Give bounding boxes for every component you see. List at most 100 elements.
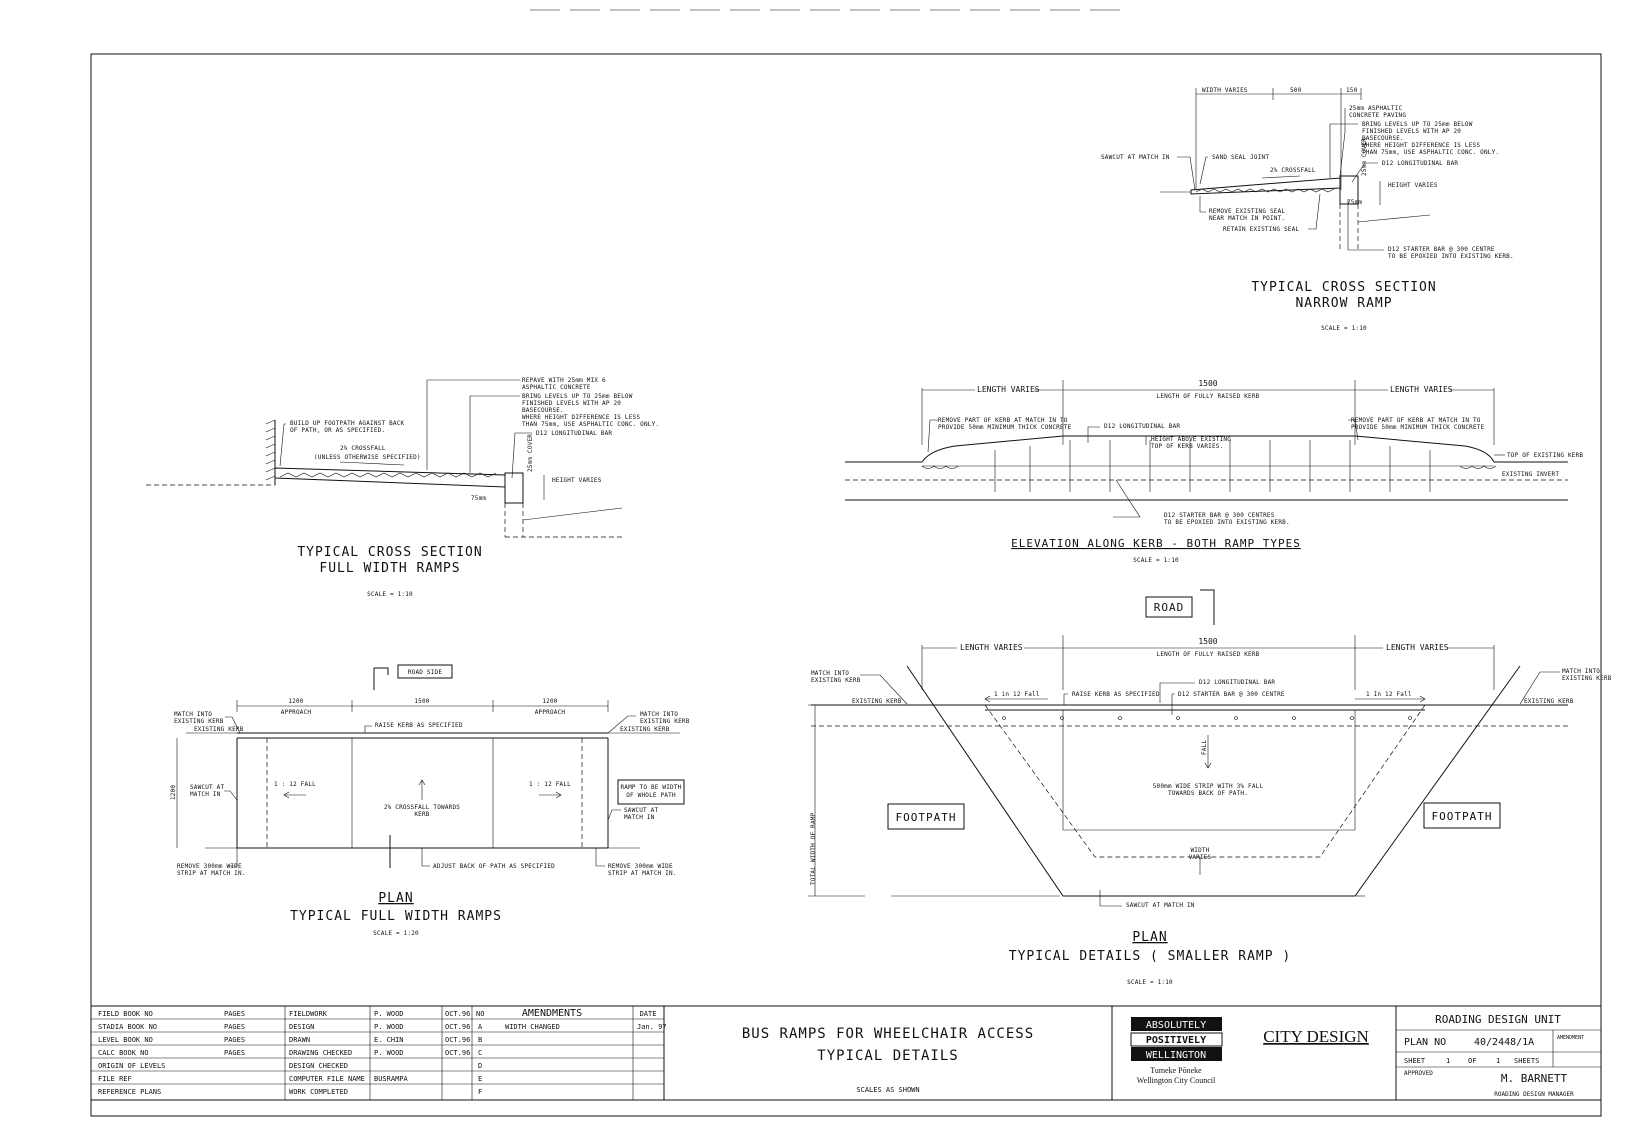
elevation-title: ELEVATION ALONG KERB - BOTH RAMP TYPES [1011,537,1301,550]
approver-name: M. BARNETT [1501,1072,1568,1085]
wellington-logo: ABSOLUTELY POSITIVELY WELLINGTON [1130,1017,1223,1061]
ps-raise: RAISE KERB AS SPECIFIED [1072,691,1160,698]
council-maori: Tumeke Pōneke [1150,1066,1202,1075]
plan-no: 40/2448/1A [1474,1037,1534,1048]
tb-r1-a: STADIA BOOK NO [98,1023,157,1031]
tb-r6-f: F [478,1088,482,1096]
ps-match-r-1: MATCH INTO [1562,668,1600,675]
pf-plan-title: PLAN [378,891,413,906]
elev-length-left: LENGTH VARIES [977,385,1040,394]
note-bring-3: BASECOURSE. [1362,135,1404,142]
project-title: BUS RAMPS FOR WHEELCHAIR ACCESS [742,1026,1034,1042]
tb-r0-e: OCT.96 [445,1010,470,1018]
project-subtitle: TYPICAL DETAILS [817,1048,958,1064]
full-section-subtitle: FULL WIDTH RAMPS [319,561,460,576]
full-section-title: TYPICAL CROSS SECTION [297,545,482,560]
pf-existing-l: EXISTING KERB [194,726,244,733]
tb-r3-e: OCT.96 [445,1049,470,1057]
pf-remove-r-2: STRIP AT MATCH IN. [608,870,677,877]
pf-match-r-2: EXISTING KERB [640,718,690,725]
elev-remove-l-1: REMOVE PART OF KERB AT MATCH IN TO [938,417,1068,424]
pf-sawcut-l-1: SAWCUT AT [190,784,224,791]
pf-dim-side: 1200 [170,785,177,800]
plan-smaller-ramp: ROAD LENGTH VARIES 1500 LENGTH OF FULLY … [808,589,1612,986]
pf-adjust: ADJUST BACK OF PATH AS SPECIFIED [433,863,555,870]
of-label: OF [1468,1057,1476,1065]
tb-r3-a: CALC BOOK NO [98,1049,149,1057]
tb-r1-b: PAGES [224,1023,245,1031]
ps-scale: SCALE = 1:10 [1127,979,1173,986]
pf-approach-a: APPROACH [281,709,312,716]
date-header: DATE [640,1010,657,1018]
council-name: Wellington City Council [1137,1076,1216,1085]
ps-dim-total: TOTAL WIDTH OF RAMP [810,812,817,885]
elev-starter-2: TO BE EPOXIED INTO EXISTING KERB. [1164,519,1290,526]
tb-r3-b: PAGES [224,1049,245,1057]
ps-length-left: LENGTH VARIES [960,643,1023,652]
dim-150: 150 [1346,87,1358,94]
note-full-bring-1: BRING LEVELS UP TO 25mm BELOW [522,393,633,400]
tb-r0-d: P. WOOD [374,1010,404,1018]
note-starter-2: TO BE EPOXIED INTO EXISTING KERB. [1388,253,1514,260]
note-full-bring-3: BASECOURSE. [522,407,564,414]
note-remove-1: REMOVE EXISTING SEAL [1209,208,1285,215]
ps-title: TYPICAL DETAILS ( SMALLER RAMP ) [1009,949,1291,964]
tb-r3-d: P. WOOD [374,1049,404,1057]
note-repave-2: ASPHALTIC CONCRETE [522,384,591,391]
note-bring-4: WHERE HEIGHT DIFFERENCE IS LESS [1362,142,1480,149]
note-full-bring-4: WHERE HEIGHT DIFFERENCE IS LESS [522,414,640,421]
note-full-crossfall-2: (UNLESS OTHERWISE SPECIFIED) [314,454,421,461]
note-asphaltic: 25mm ASPHALTIC [1349,105,1403,112]
sheet-no: 1 [1446,1057,1450,1065]
tb-r0-f: NO [476,1010,484,1018]
note-repave-1: REPAVE WITH 25mm MIX 6 [522,377,606,384]
elev-bar: D12 LONGITUDINAL BAR [1104,423,1180,430]
elev-top-kerb: TOP OF EXISTING KERB [1507,452,1583,459]
tb-r0-a: FIELD BOOK NO [98,1010,153,1018]
pf-crossfall-2: KERB [414,811,429,818]
tb-r2-a: LEVEL BOOK NO [98,1036,153,1044]
pf-dim-1200a: 1200 [288,698,303,705]
elev-length-right: LENGTH VARIES [1390,385,1453,394]
footpath-left: FOOTPATH [896,811,957,824]
pf-remove-r-1: REMOVE 300mm WIDE [608,863,673,870]
note-bring-1: BRING LEVELS UP TO 25mm BELOW [1362,121,1473,128]
elev-height-2: TOP OF KERB VARIES. [1151,443,1223,450]
ps-sawcut: SAWCUT AT MATCH IN [1126,902,1195,909]
tb-r2-d: E. CHIN [374,1036,404,1044]
elev-invert: EXISTING INVERT [1502,471,1559,478]
ps-length-right: LENGTH VARIES [1386,643,1449,652]
tb-r5-f: E [478,1075,482,1083]
tb-r1-c: DESIGN [289,1023,314,1031]
note-bar: D12 LONGITUDINAL BAR [1382,160,1458,167]
tb-r5-d: BUSRAMPA [374,1075,409,1083]
pf-scale: SCALE = 1:20 [373,930,419,937]
plan-full-width: ROAD SIDE 1200 APPROACH 1500 1200 APPROA… [170,664,690,937]
pf-dim-1200b: 1200 [542,698,557,705]
pf-ramp-2: OF WHOLE PATH [626,792,676,799]
elev-dim-1500: 1500 [1198,379,1217,388]
note-75mm: 75mm [1347,199,1362,206]
elev-height-1: HEIGHT ABOVE EXISTING [1151,436,1231,443]
footpath-right: FOOTPATH [1432,810,1493,823]
pf-dim-1500: 1500 [414,698,429,705]
tb-r1-f: A [478,1023,483,1031]
ps-dim-1500: 1500 [1198,637,1217,646]
note-full-bring-5: THAN 75mm, USE ASPHALTIC CONC. ONLY. [522,421,659,428]
elev-remove-l-2: PROVIDE 50mm MINIMUM THICK CONCRETE [938,424,1072,431]
pf-fall-right: 1 : 12 FALL [529,781,571,788]
note-sand-seal: SAND SEAL JOINT [1212,154,1269,161]
pf-ramp-1: RAMP TO BE WIDTH [621,784,682,791]
note-full-crossfall-1: 2% CROSSFALL [340,445,386,452]
logo-line-3: WELLINGTON [1146,1050,1206,1061]
pf-approach-b: APPROACH [535,709,566,716]
note-cover: 25mm COVER [1361,138,1368,176]
dim-500: 500 [1290,87,1302,94]
tb-r0-b: PAGES [224,1010,245,1018]
pf-crossfall-1: 2% CROSSFALL TOWARDS [384,804,460,811]
ps-bar: D12 LONGITUDINAL BAR [1199,679,1275,686]
tb-r3-f: C [478,1049,482,1057]
ps-strip-2: TOWARDS BACK OF PATH. [1168,790,1248,797]
city-design: CITY DESIGN [1263,1027,1369,1046]
approver-role: ROADING DESIGN MANAGER [1494,1091,1574,1098]
